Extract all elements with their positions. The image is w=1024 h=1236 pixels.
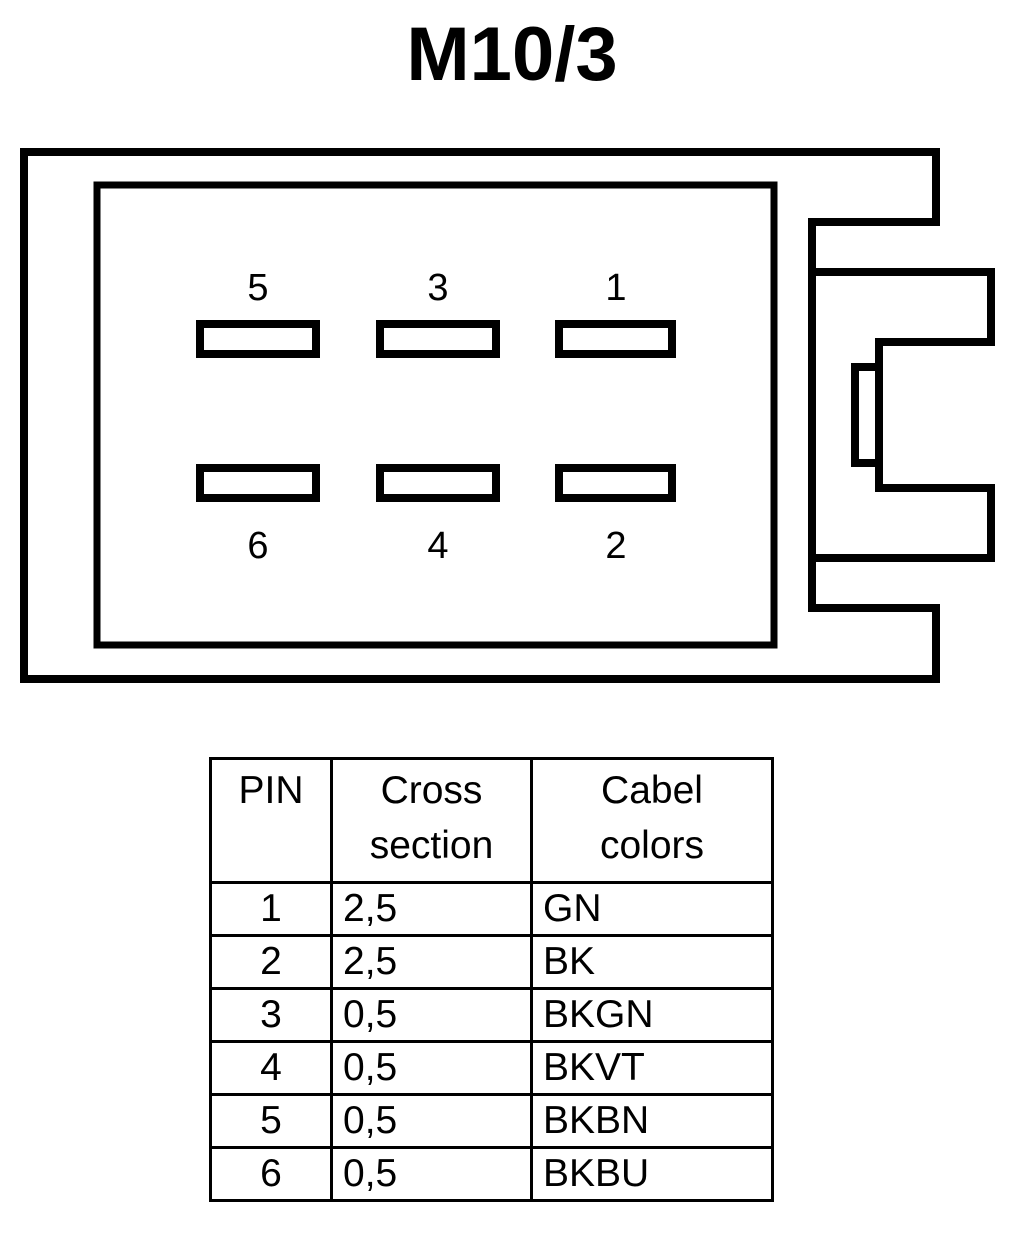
cell-cable-color: BKGN bbox=[530, 987, 774, 1043]
pin-number-3: 3 bbox=[427, 267, 448, 309]
column-header-cross-section: Cross section bbox=[330, 757, 533, 884]
cell-pin: 3 bbox=[209, 987, 333, 1043]
pin-number-2: 2 bbox=[605, 525, 626, 567]
cell-cable-color: GN bbox=[530, 881, 774, 937]
terminal-slot-3 bbox=[376, 320, 500, 358]
cell-cable-color: BKVT bbox=[530, 1040, 774, 1096]
cell-pin: 1 bbox=[209, 881, 333, 937]
pin-number-5: 5 bbox=[247, 267, 268, 309]
table-header-row: PIN Cross section Cabel colors bbox=[209, 757, 774, 884]
cell-pin: 5 bbox=[209, 1093, 333, 1149]
column-header-cable-colors-line1: Cabel bbox=[601, 769, 703, 812]
terminal-slot-4 bbox=[376, 464, 500, 502]
pin-number-6: 6 bbox=[247, 525, 268, 567]
terminal-slot-5 bbox=[196, 320, 320, 358]
cell-cable-color: BK bbox=[530, 934, 774, 990]
cell-cross-section: 0,5 bbox=[330, 1146, 533, 1202]
cell-pin: 2 bbox=[209, 934, 333, 990]
terminal-slot-6 bbox=[196, 464, 320, 502]
cell-cross-section: 0,5 bbox=[330, 987, 533, 1043]
connector-outer-housing bbox=[20, 148, 940, 683]
cell-cross-section: 2,5 bbox=[330, 934, 533, 990]
cell-cross-section: 0,5 bbox=[330, 1093, 533, 1149]
cell-cross-section: 2,5 bbox=[330, 881, 533, 937]
column-header-cross-section-line2: section bbox=[369, 824, 494, 867]
cell-cable-color: BKBU bbox=[530, 1146, 774, 1202]
column-header-cable-colors: Cabel colors bbox=[530, 757, 774, 884]
connector-latch-profile bbox=[812, 268, 995, 562]
column-header-pin: PIN bbox=[209, 757, 333, 884]
cell-cross-section: 0,5 bbox=[330, 1040, 533, 1096]
cell-pin: 4 bbox=[209, 1040, 333, 1096]
terminal-slot-2 bbox=[555, 464, 676, 502]
table-header: PIN Cross section Cabel colors bbox=[209, 757, 774, 884]
cell-pin: 6 bbox=[209, 1146, 333, 1202]
pin-number-1: 1 bbox=[605, 267, 626, 309]
connector-inner-face bbox=[93, 181, 778, 649]
terminal-slot-1 bbox=[555, 320, 676, 358]
column-header-cross-section-line1: Cross bbox=[380, 769, 483, 812]
page-title: M10/3 bbox=[406, 12, 618, 97]
column-header-cable-colors-line2: colors bbox=[599, 824, 705, 867]
connector-diagram: 5 3 1 6 4 2 bbox=[20, 148, 995, 683]
pin-number-4: 4 bbox=[427, 525, 448, 567]
connector-latch-notch bbox=[851, 363, 879, 467]
cell-cable-color: BKBN bbox=[530, 1093, 774, 1149]
